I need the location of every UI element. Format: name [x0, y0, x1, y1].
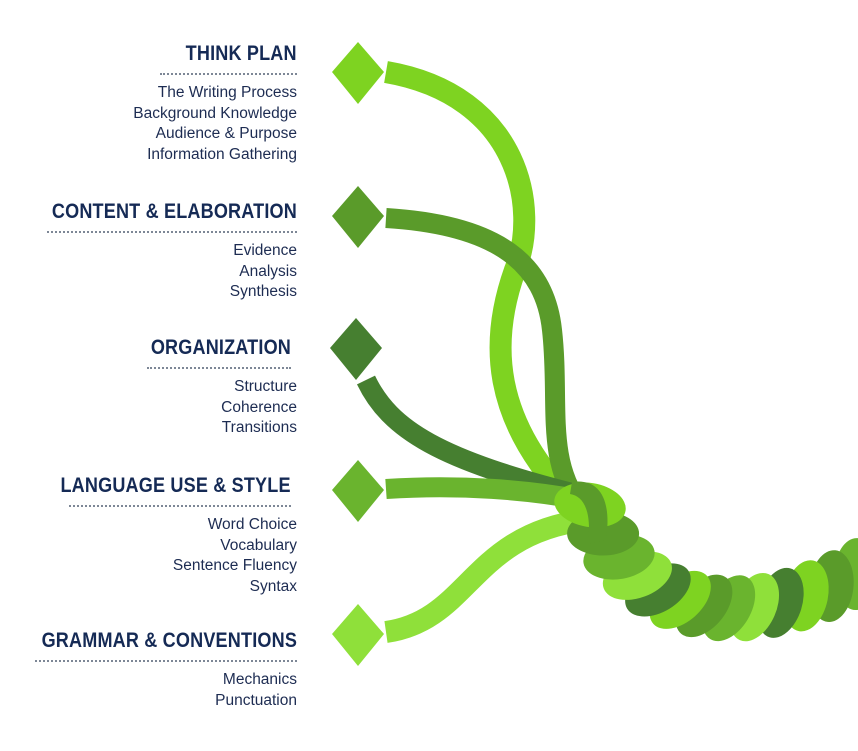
strand-language-use [385, 477, 584, 510]
item-word-choice: Word Choice [207, 516, 297, 533]
heading-language-use-style: LANGUAGE USE & STYLE [60, 474, 291, 497]
strand-grammar-conventions [384, 509, 587, 643]
item-background-knowledge: Background Knowledge [133, 104, 297, 122]
heading-content-elaboration: CONTENT & ELABORATION [51, 200, 297, 223]
diamond-think-plan [332, 42, 384, 104]
item-coherence: Coherence [221, 398, 297, 416]
item-syntax: Syntax [249, 577, 297, 595]
item-vocabulary: Vocabulary [220, 536, 297, 554]
item-transitions: Transitions [221, 419, 297, 436]
dotted-divider [147, 367, 291, 369]
heading-organization: ORGANIZATION [150, 336, 291, 359]
dotted-divider [35, 660, 297, 662]
section-language-use-style: LANGUAGE USE & STYLE Word Choice Vocabul… [23, 473, 297, 597]
item-synthesis: Synthesis [229, 283, 297, 300]
dotted-divider [69, 505, 291, 507]
item-writing-process: The Writing Process [157, 84, 297, 101]
item-mechanics: Mechanics [222, 671, 297, 688]
diamond-language-use [332, 460, 384, 522]
section-content-elaboration: CONTENT & ELABORATION Evidence Analysis … [12, 199, 297, 303]
diamond-organization [330, 318, 382, 380]
strand-organization [356, 375, 583, 505]
strand-content-elaboration [385, 208, 589, 512]
heading-grammar-conventions: GRAMMAR & CONVENTIONS [41, 629, 297, 652]
diamond-content-elaboration [332, 186, 384, 248]
heading-think-plan: THINK PLAN [185, 42, 297, 65]
item-evidence: Evidence [233, 242, 297, 259]
item-analysis: Analysis [239, 262, 297, 280]
item-sentence-fluency: Sentence Fluency [172, 557, 297, 574]
item-information-gathering: Information Gathering [147, 145, 297, 163]
section-grammar-conventions: GRAMMAR & CONVENTIONS Mechanics Punctuat… [0, 628, 297, 711]
rope-knot [570, 481, 608, 544]
diamond-grammar-conventions [332, 604, 384, 666]
section-think-plan: THINK PLAN The Writing Process Backgroun… [133, 41, 297, 165]
dotted-divider [160, 73, 297, 75]
item-audience-purpose: Audience & Purpose [155, 125, 297, 142]
rope [554, 481, 858, 642]
dotted-divider [47, 231, 297, 233]
section-organization: ORGANIZATION Structure Coherence Transit… [128, 335, 297, 439]
item-punctuation: Punctuation [215, 691, 297, 709]
item-structure: Structure [234, 378, 297, 395]
